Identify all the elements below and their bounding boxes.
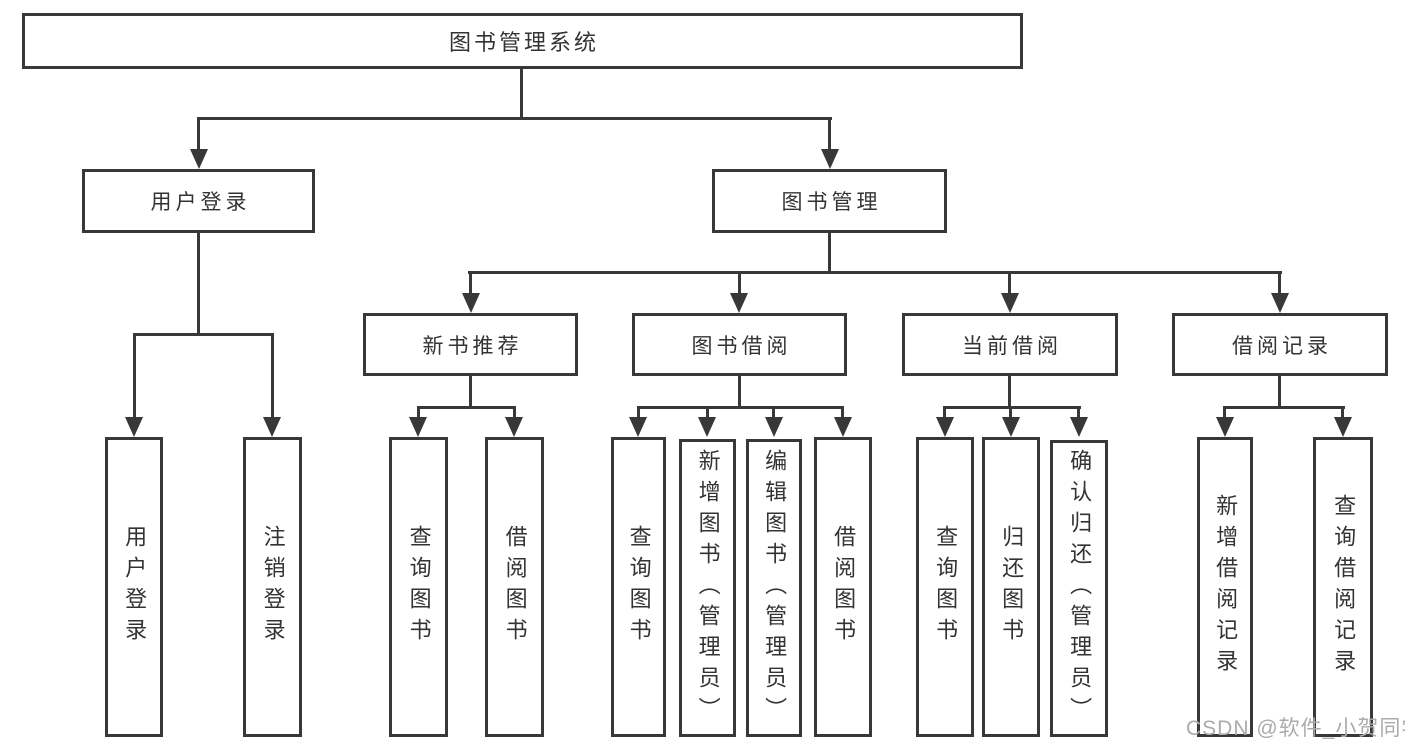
node-borrow-records-label: 借阅记录 bbox=[1232, 334, 1332, 358]
connector-stem-book-mgmt bbox=[828, 117, 831, 150]
connector-borrow-records-drop bbox=[1278, 376, 1281, 408]
node-book-borrow-label: 图书借阅 bbox=[691, 334, 792, 358]
connector-level2-rail bbox=[197, 117, 832, 120]
node-user-login: 用户登录 bbox=[82, 169, 315, 233]
node-book-borrow: 图书借阅 bbox=[632, 313, 847, 376]
leaf-bb-edit-book: 编辑图书（管理员） bbox=[746, 439, 802, 737]
connector-stem-borrow-records bbox=[1278, 271, 1281, 295]
leaf-nb-query-book-label: 查询图书 bbox=[406, 525, 432, 649]
arrow-down-icon bbox=[834, 417, 852, 437]
connector-user-login-rail bbox=[133, 333, 274, 336]
arrow-down-icon bbox=[1216, 417, 1234, 437]
csdn-watermark: CSDN @软件_小贺同学 bbox=[1186, 717, 1405, 740]
leaf-nb-borrow-book: 借阅图书 bbox=[485, 437, 544, 737]
arrow-down-icon bbox=[821, 149, 839, 169]
connector-stem-book-borrow bbox=[738, 271, 741, 295]
leaf-cb-confirm-return: 确认归还（管理员） bbox=[1050, 440, 1108, 737]
connector-stem-leaf bbox=[417, 406, 420, 419]
leaf-bb-borrow-book-label: 借阅图书 bbox=[831, 525, 857, 649]
arrow-down-icon bbox=[125, 417, 143, 437]
leaf-cb-query-book-label: 查询图书 bbox=[933, 525, 959, 649]
leaf-bb-query-book: 查询图书 bbox=[611, 437, 666, 737]
leaf-br-add-record-label: 新增借阅记录 bbox=[1213, 494, 1239, 680]
connector-stem-leaf bbox=[271, 333, 274, 418]
connector-stem-leaf bbox=[1009, 406, 1012, 419]
connector-root-drop bbox=[520, 69, 523, 118]
leaf-cb-query-book: 查询图书 bbox=[916, 437, 974, 737]
connector-user-login-drop bbox=[197, 233, 200, 335]
leaf-logout: 注销登录 bbox=[243, 437, 302, 737]
connector-stem-leaf bbox=[133, 333, 136, 418]
connector-stem-leaf bbox=[772, 406, 775, 419]
leaf-cb-return-book-label: 归还图书 bbox=[999, 525, 1025, 649]
leaf-br-add-record: 新增借阅记录 bbox=[1197, 437, 1253, 737]
connector-stem-leaf bbox=[637, 406, 640, 419]
connector-book-borrow-rail bbox=[637, 406, 844, 409]
connector-stem-leaf bbox=[943, 406, 946, 419]
leaf-bb-edit-book-label: 编辑图书（管理员） bbox=[762, 448, 788, 728]
arrow-down-icon bbox=[263, 417, 281, 437]
connector-current-borrow-rail bbox=[943, 406, 1081, 409]
arrow-down-icon bbox=[730, 293, 748, 313]
arrow-down-icon bbox=[1334, 417, 1352, 437]
arrow-down-icon bbox=[409, 417, 427, 437]
node-current-borrow-label: 当前借阅 bbox=[962, 334, 1062, 358]
leaf-cb-return-book: 归还图书 bbox=[982, 437, 1040, 737]
leaf-nb-borrow-book-label: 借阅图书 bbox=[502, 525, 528, 649]
arrow-down-icon bbox=[1002, 417, 1020, 437]
connector-stem-leaf bbox=[1077, 406, 1080, 419]
leaf-bb-borrow-book: 借阅图书 bbox=[814, 437, 872, 737]
arrow-down-icon bbox=[629, 417, 647, 437]
arrow-down-icon bbox=[765, 417, 783, 437]
node-book-mgmt: 图书管理 bbox=[712, 169, 947, 233]
connector-current-borrow-drop bbox=[1008, 376, 1011, 408]
connector-stem-leaf bbox=[1223, 406, 1226, 419]
connector-stem-leaf bbox=[513, 406, 516, 419]
arrow-down-icon bbox=[190, 149, 208, 169]
arrow-down-icon bbox=[1271, 293, 1289, 313]
connector-book-mgmt-drop bbox=[828, 233, 831, 273]
connector-stem-user-login bbox=[197, 117, 200, 150]
leaf-logout-label: 注销登录 bbox=[260, 525, 286, 649]
node-new-book-rec-label: 新书推荐 bbox=[422, 334, 523, 358]
connector-borrow-records-rail bbox=[1223, 406, 1345, 409]
arrow-down-icon bbox=[462, 293, 480, 313]
leaf-bb-query-book-label: 查询图书 bbox=[626, 525, 652, 649]
leaf-br-query-record: 查询借阅记录 bbox=[1313, 437, 1373, 737]
node-root-label: 图书管理系统 bbox=[448, 30, 599, 55]
node-book-mgmt-label: 图书管理 bbox=[781, 191, 882, 214]
arrow-down-icon bbox=[1001, 293, 1019, 313]
connector-stem-current-borrow bbox=[1008, 271, 1011, 295]
connector-stem-leaf bbox=[841, 406, 844, 419]
leaf-user-login: 用户登录 bbox=[105, 437, 163, 737]
leaf-nb-query-book: 查询图书 bbox=[389, 437, 448, 737]
arrow-down-icon bbox=[936, 417, 954, 437]
connector-new-book-rec-rail bbox=[417, 406, 516, 409]
arrow-down-icon bbox=[698, 417, 716, 437]
node-user-login-label: 用户登录 bbox=[150, 191, 251, 214]
connector-level3-rail bbox=[468, 271, 1282, 274]
arrow-down-icon bbox=[505, 417, 523, 437]
node-borrow-records: 借阅记录 bbox=[1172, 313, 1388, 376]
node-current-borrow: 当前借阅 bbox=[902, 313, 1118, 376]
connector-stem-new-book-rec bbox=[469, 271, 472, 295]
connector-stem-leaf bbox=[1341, 406, 1344, 419]
node-new-book-rec: 新书推荐 bbox=[363, 313, 578, 376]
arrow-down-icon bbox=[1070, 417, 1088, 437]
leaf-cb-confirm-return-label: 确认归还（管理员） bbox=[1067, 449, 1093, 728]
leaf-bb-add-book-label: 新增图书（管理员） bbox=[695, 448, 721, 728]
leaf-user-login-label: 用户登录 bbox=[122, 525, 148, 649]
leaf-br-query-record-label: 查询借阅记录 bbox=[1331, 494, 1357, 680]
node-root: 图书管理系统 bbox=[22, 13, 1023, 69]
leaf-bb-add-book: 新增图书（管理员） bbox=[679, 439, 736, 737]
connector-stem-leaf bbox=[706, 406, 709, 419]
connector-new-book-rec-drop bbox=[469, 376, 472, 408]
connector-book-borrow-drop bbox=[738, 376, 741, 408]
